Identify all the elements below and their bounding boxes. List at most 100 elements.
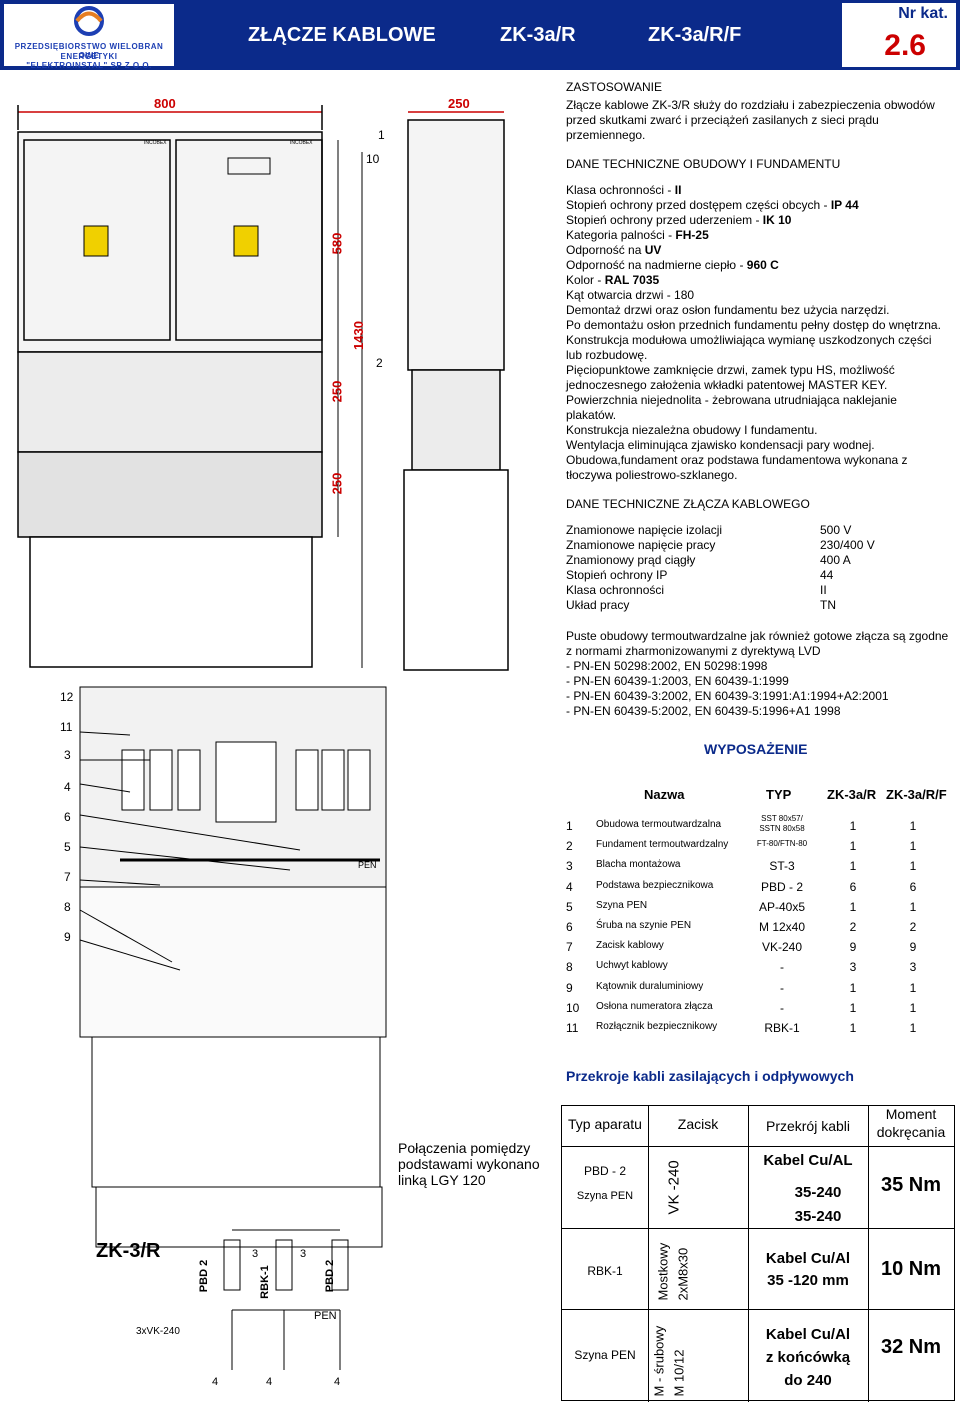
col-moment1: Moment [885, 1106, 937, 1122]
schema-n4c: 4 [334, 1376, 341, 1388]
zlacze-value: 400 A [820, 553, 851, 567]
wyposazenie-cell-a: 3 [849, 960, 857, 975]
pen-label: PEN [358, 860, 377, 870]
front-view [17, 105, 323, 668]
catalog-number-box: Nr kat. 2.6 [842, 3, 956, 67]
company-logo: PRZEDSIĘBIORSTWO WIELOBRAN OWE ENERGETYK… [4, 4, 174, 70]
callout-9: 9 [64, 930, 71, 944]
r3-zacisk1: M - śrubowy [651, 1325, 667, 1397]
wyposazenie-cell-typ: VK-240 [761, 940, 803, 955]
obudowa-line: Powierzchnia niejednolita - żebrowana ut… [566, 393, 950, 423]
obudowa-line: Odporność na nadmierne ciepło - 960 C [566, 258, 950, 273]
callout-6: 6 [64, 810, 71, 824]
obudowa-line: Wentylacja eliminująca zjawisko kondensa… [566, 438, 950, 453]
label-10: 10 [366, 152, 380, 166]
obudowa-line: Kolor - RAL 7035 [566, 273, 950, 288]
wyposazenie-cell-typ: AP-40x5 [758, 899, 806, 914]
wyposazenie-cell-b: 1 [909, 819, 917, 833]
obudowa-line-value: 960 C [746, 258, 779, 272]
nr-kat-label: Nr kat. [898, 5, 948, 22]
wyposazenie-cell-nazwa: Blacha montażowa [596, 859, 681, 871]
dim-width-front: 800 [154, 96, 176, 111]
zlacze-value: 500 V [820, 523, 852, 537]
wyposazenie-cell-a: 1 [849, 819, 857, 833]
r1-zacisk: VK -240 [665, 1160, 683, 1215]
obudowa-line: Stopień ochrony przed dostępem części ob… [566, 198, 950, 213]
obudowa-line: Konstrukcja niezależna obudowy I fundame… [566, 423, 950, 438]
obudowa-line-value: IK 10 [762, 213, 792, 227]
wyposazenie-cell-a: 1 [849, 899, 857, 914]
incobex-2: INCOBEX [290, 140, 313, 146]
wyposazenie-cell-typ: - [780, 960, 784, 975]
wyposazenie-cell-n: 1 [566, 819, 573, 833]
dane-zlacza-heading: DANE TECHNICZNE ZŁĄCZA KABLOWEGO [566, 497, 810, 511]
norma-item: - PN-EN 60439-3:2002, EN 60439-3:1991:A1… [566, 689, 889, 703]
obudowa-line: Odporność na UV [566, 243, 950, 258]
obudowa-line: Stopień ochrony przed uderzeniem - IK 10 [566, 213, 950, 228]
schema-n3b: 3 [300, 1248, 307, 1260]
zlacze-key: Znamionowy prąd ciągły [566, 553, 696, 567]
wyposazenie-cell-a: 1 [849, 1000, 857, 1015]
wyposazenie-cell-b: 6 [909, 879, 917, 894]
obudowa-line-text: Kolor - [566, 273, 605, 287]
obudowa-line-text: Po demontażu osłon przednich fundamentu … [566, 318, 941, 332]
zlacze-key: Znamionowe napięcie izolacji [566, 523, 723, 537]
wyposazenie-cell-b: 1 [909, 980, 917, 995]
dimension-lines [337, 140, 363, 668]
wyposazenie-cell-b: 1 [909, 1000, 917, 1015]
wyposazenie-cell-b: 1 [909, 859, 917, 874]
wyposazenie-cell-n: 11 [566, 1020, 579, 1035]
warning-sign-right [233, 225, 259, 257]
zlacze-row: Znamionowy prąd ciągły 400 A [566, 553, 950, 568]
model-2: ZK-3a/R/F [648, 24, 742, 46]
wyposazenie-cell-n: 9 [566, 980, 573, 995]
wyposazenie-cell-typ: PBD - 2 [760, 879, 803, 894]
wyposazenie-cell-typ: SST 80x57/SSTN 80x58 [742, 814, 822, 834]
r2-p1: Kabel Cu/Al [765, 1250, 851, 1267]
wyposazenie-cell-nazwa: Uchwyt kablowy [596, 960, 668, 972]
logo-mark-icon [74, 6, 104, 36]
obudowa-line: Kategoria palności - FH-25 [566, 228, 950, 243]
obudowa-line-text: Obudowa,fundament oraz podstawa fundamen… [566, 453, 908, 482]
dane-obudowy-heading: DANE TECHNICZNE OBUDOWY I FUNDAMENTU [566, 157, 841, 171]
wyposazenie-cell-b: 9 [909, 940, 917, 955]
zlacze-key: Układ pracy [566, 598, 630, 612]
zlacze-value: II [820, 583, 827, 597]
obudowa-line: Konstrukcja modułowa umożliwiająca wymia… [566, 333, 950, 363]
obudowa-line-text: Demontaż drzwi oraz osłon fundamentu bez… [566, 303, 890, 317]
wyposazenie-cell-a: 1 [849, 839, 857, 854]
wyposazenie-cell-n: 8 [566, 960, 573, 975]
obudowa-line-text: Kąt otwarcia drzwi - 180 [566, 288, 695, 302]
normy-intro: Puste obudowy termoutwardzalne jak równi… [566, 629, 949, 658]
schema-n4b: 4 [266, 1376, 273, 1388]
technical-drawing [17, 105, 509, 1370]
col-typ-aparatu: Typ aparatu [568, 1116, 642, 1132]
schema-pbd-right: PBD 2 [324, 1259, 337, 1293]
col-zacisk: Zacisk [677, 1116, 719, 1132]
page-title: ZŁĄCZE KABLOWE [248, 24, 436, 46]
zlacze-value: TN [820, 598, 836, 612]
wyposazenie-typ-line2: SSTN 80x58 [759, 824, 805, 833]
r2-typ: RBK-1 [587, 1264, 623, 1278]
r3-p1: Kabel Cu/Al [765, 1326, 851, 1343]
wyposazenie-cell-n: 7 [566, 940, 573, 955]
zastosowanie-text: Złącze kablowe ZK-3/R służy do rozdziału… [566, 98, 935, 142]
wyposazenie-cell-b: 3 [909, 960, 917, 975]
obudowa-line-text: Stopień ochrony przed uderzeniem - [566, 213, 763, 227]
obudowa-line: Demontaż drzwi oraz osłon fundamentu bez… [566, 303, 950, 318]
dim-1430: 1430 [350, 321, 366, 350]
schema-pbd-left: PBD 2 [198, 1259, 211, 1293]
wyposazenie-cell-nazwa: Fundament termoutwardzalny [596, 839, 729, 851]
zlacze-key: Znamionowe napięcie pracy [566, 538, 716, 552]
dim-250a: 250 [329, 380, 345, 403]
